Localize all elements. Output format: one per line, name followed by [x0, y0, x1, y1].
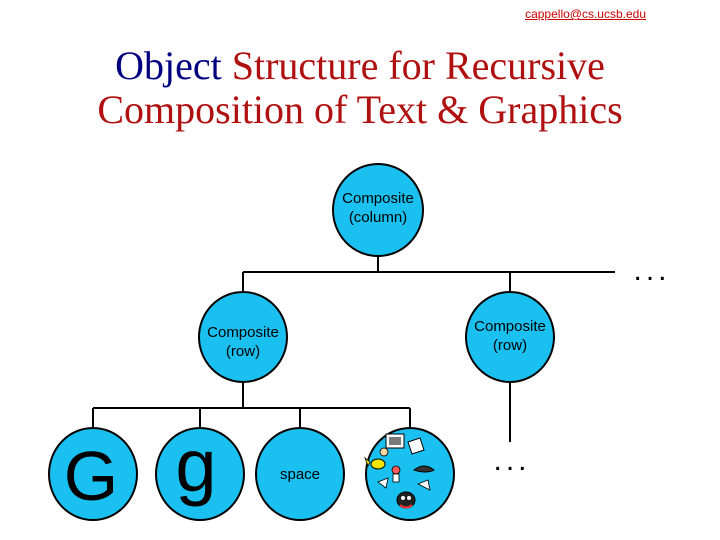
root-label-line2: (column) [349, 209, 407, 226]
left-row-label-line1: Composite [207, 324, 279, 341]
space-label: space [280, 466, 320, 483]
author-email-link[interactable]: cappello@cs.ucsb.edu [525, 7, 646, 21]
title-word-object: Object [115, 43, 222, 88]
left-row-label-line2: (row) [226, 343, 260, 360]
clipart-collage-icon [364, 433, 435, 509]
slide-title: Object Structure for Recursive Compositi… [0, 44, 720, 132]
space-node: space [255, 427, 345, 521]
graphics-image-node [364, 427, 455, 521]
glyph-G-label: G [64, 437, 118, 515]
right-row-label-line1: Composite [474, 318, 546, 335]
title-line-1-rest: Structure for Recursive [221, 43, 605, 88]
glyph-g-label: g [175, 424, 216, 507]
more-children-ellipsis-bottom: ... [493, 444, 530, 477]
composite-column-node: Composite (column) [332, 163, 424, 257]
title-line-1: Object Structure for Recursive [0, 44, 720, 88]
glyph-g-node: g [155, 424, 245, 521]
glyph-G-node: G [48, 427, 138, 521]
composite-row-node-left: Composite (row) [198, 291, 288, 383]
composite-row-node-right: Composite (row) [465, 291, 555, 383]
right-row-label-line2: (row) [493, 337, 527, 354]
connector-lines [92, 255, 615, 442]
title-line-2: Composition of Text & Graphics [97, 87, 623, 132]
root-label-line1: Composite [342, 190, 414, 207]
more-children-ellipsis-top: ... [633, 254, 670, 287]
